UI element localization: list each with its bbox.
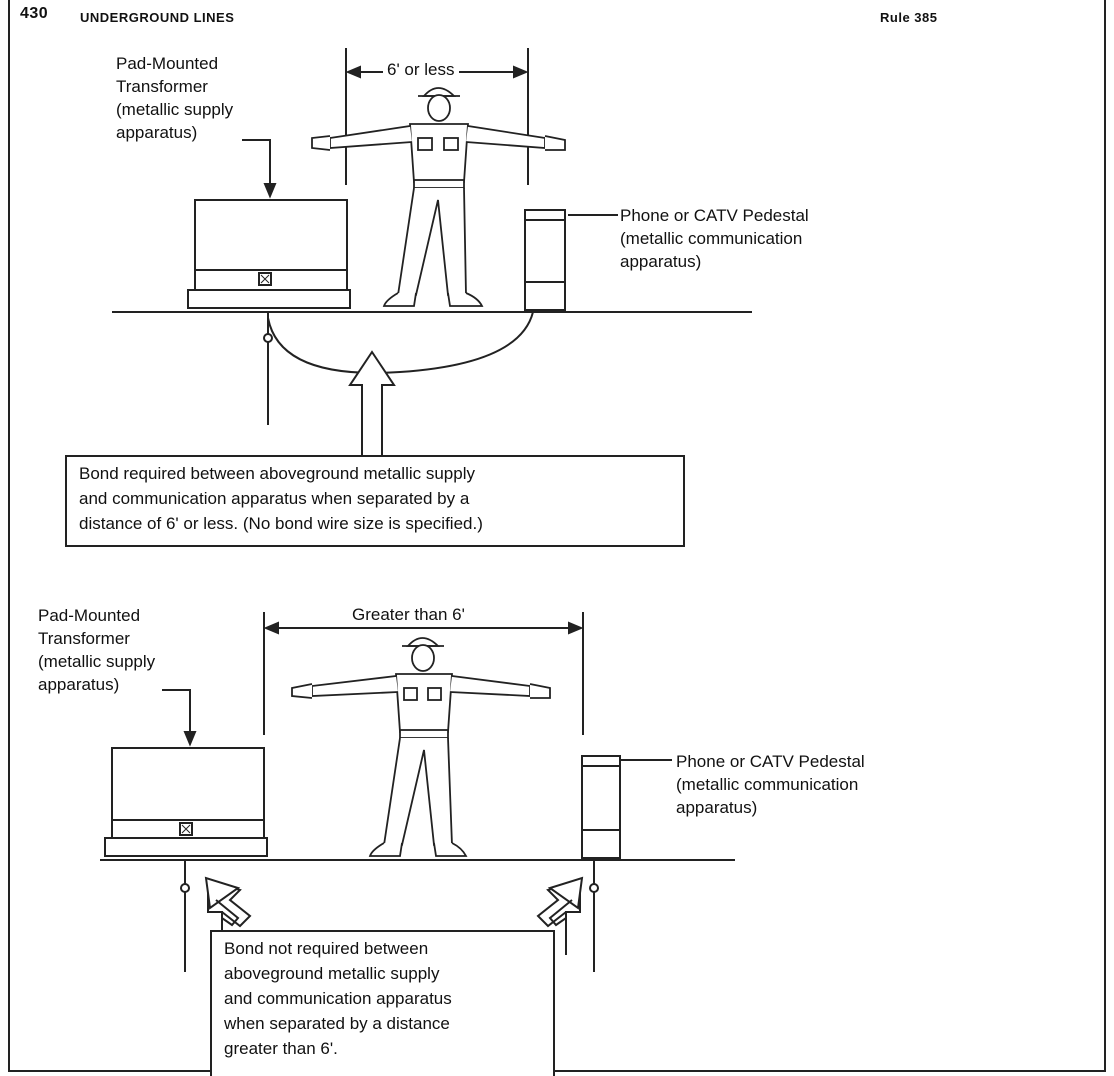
- page-number: 430: [20, 5, 49, 22]
- top-worker-icon: [311, 87, 566, 307]
- top-pedestal-icon: [524, 209, 566, 311]
- rule-number: Rule 385: [880, 10, 938, 25]
- bottom-right-arrow: [536, 878, 581, 955]
- bottom-bond-note: Bond not required between aboveground me…: [210, 930, 555, 1076]
- top-transformer-label: Pad-Mounted Transformer (metallic supply…: [116, 54, 234, 142]
- bottom-pedestal-icon: [581, 755, 621, 859]
- top-bond-wire: [267, 311, 534, 374]
- bottom-dimension-label: Greater than 6': [348, 605, 469, 625]
- top-diagram: [112, 48, 752, 457]
- top-dimension-label: 6' or less: [383, 60, 459, 80]
- bottom-worker-icon: [291, 637, 551, 857]
- bottom-diagram: [100, 612, 735, 972]
- bottom-pedestal-label: Phone or CATV Pedestal (metallic communi…: [676, 752, 865, 817]
- top-up-arrow: [348, 350, 396, 457]
- top-bond-note: Bond required between aboveground metall…: [65, 455, 685, 547]
- section-title: UNDERGROUND LINES: [80, 10, 235, 25]
- bottom-transformer-label: Pad-Mounted Transformer (metallic supply…: [38, 606, 156, 694]
- bottom-left-arrow: [207, 878, 252, 955]
- top-pedestal-label: Phone or CATV Pedestal (metallic communi…: [620, 206, 809, 271]
- bottom-transformer-icon: [104, 747, 268, 857]
- bottom-transformer-pointer: [162, 689, 191, 738]
- top-transformer-icon: [187, 199, 351, 309]
- top-transformer-pointer: [242, 139, 271, 190]
- page-frame: [8, 0, 1106, 1072]
